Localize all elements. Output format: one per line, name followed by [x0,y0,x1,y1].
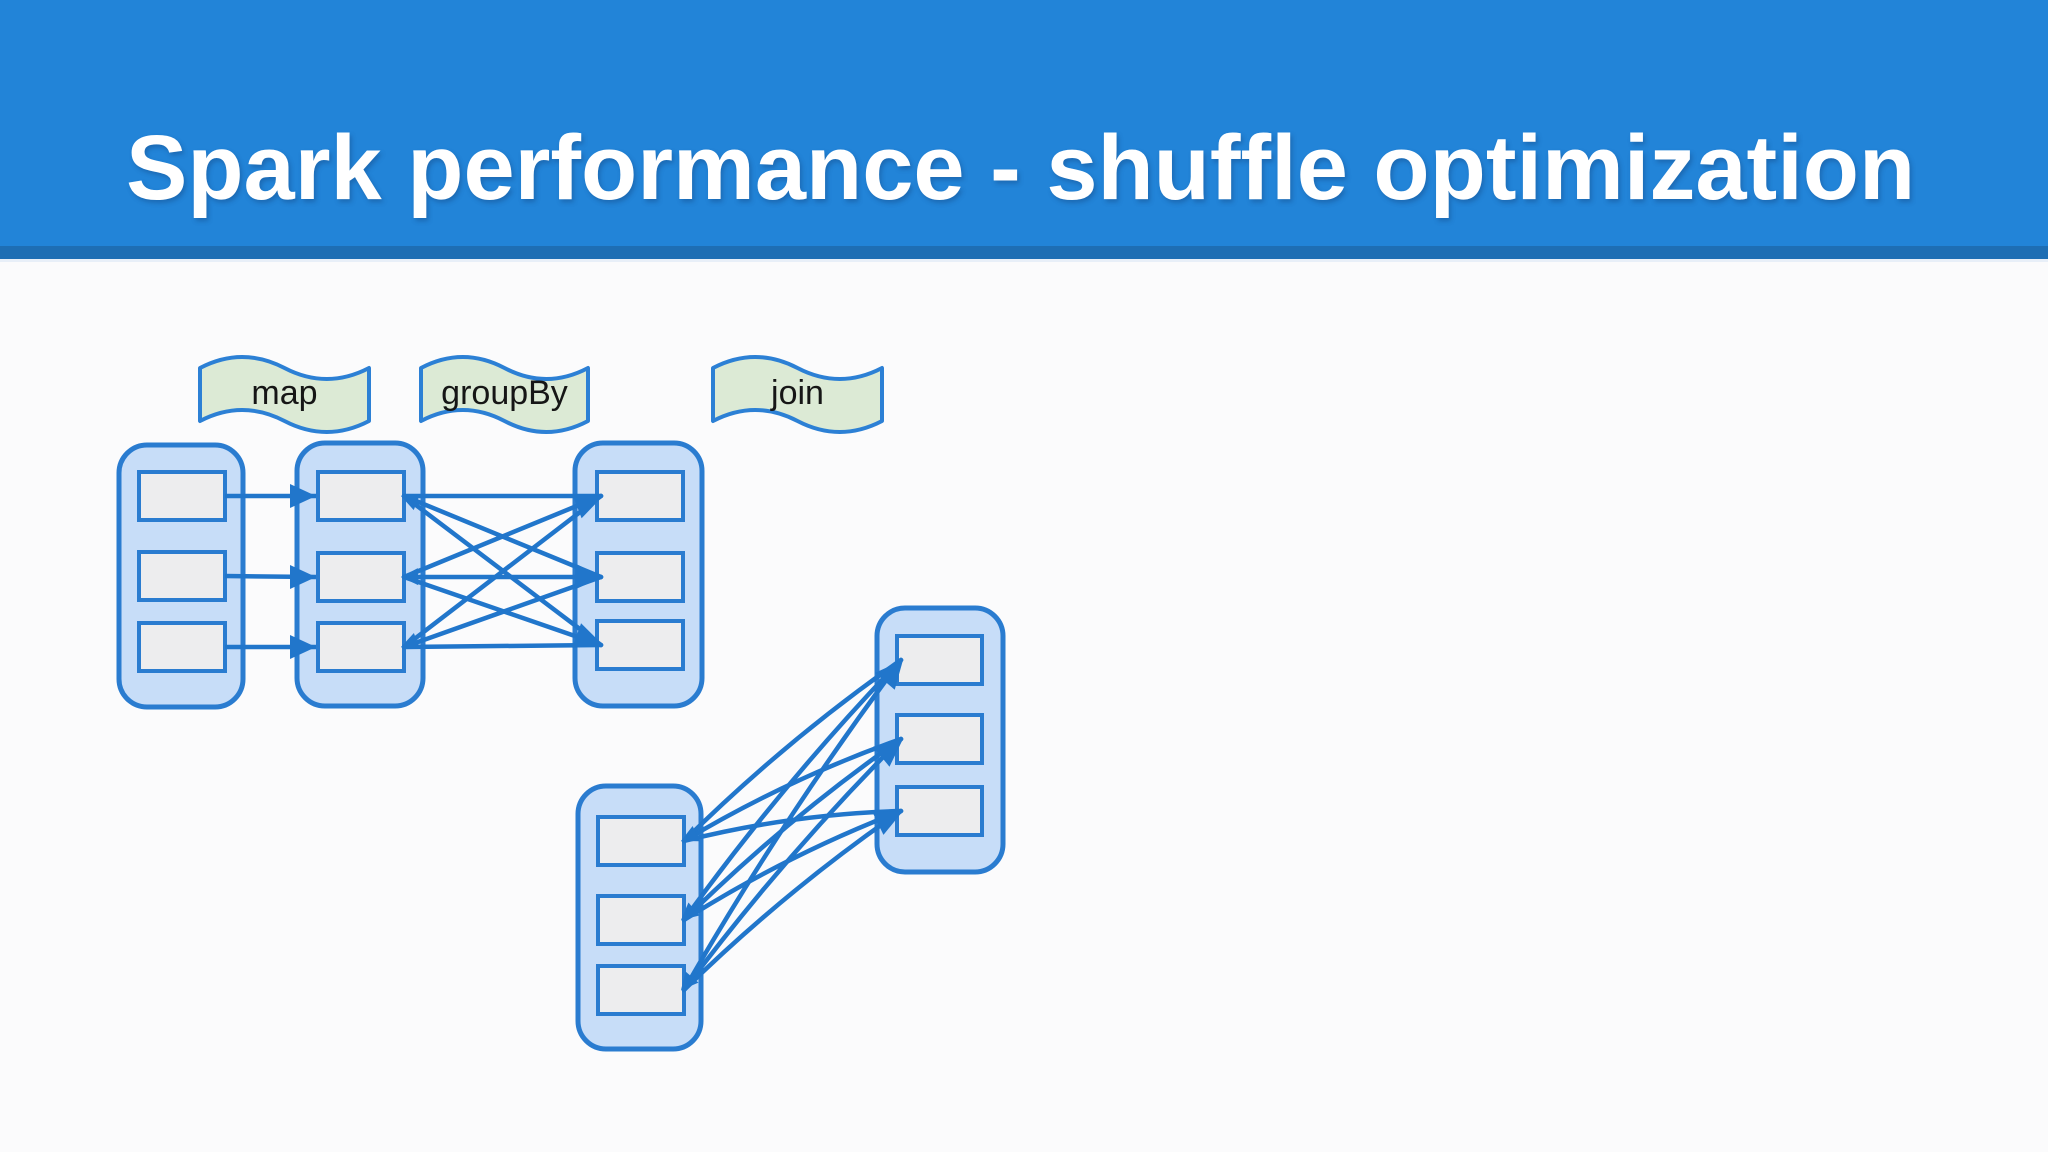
partition-box-rdd1-3 [137,621,227,673]
shuffle-backarrow-rdd2-2 [401,568,419,586]
header-accent-strip [0,246,2048,259]
shuffle-arrowhead-rdd3-1 [572,494,603,519]
map-arrowhead-1 [290,484,316,508]
slide-title: Spark performance - shuffle optimization [126,117,1916,219]
partition-box-rdd5-2 [895,713,984,765]
partition-box-rdd4-2 [596,894,686,946]
map-arrowhead-3 [290,635,316,659]
shuffle-line-rdd2-3-2 [401,574,604,650]
partition-box-rdd4-3 [596,964,686,1016]
shuffle-arrowhead-rdd5-2 [873,739,903,767]
shuffle-arrowhead-rdd5-3 [872,811,903,835]
shuffle-backarrow-rdd4-1 [681,825,701,842]
shuffle-line-rdd4-2-2 [681,736,904,923]
tape-label-map: map [251,374,317,412]
shuffle-line-rdd4-3-1 [681,657,904,993]
tape-label-join: join [770,374,824,412]
partition-box-rdd5-3 [895,785,984,837]
tape-map [198,355,371,434]
shuffle-arrowhead-rdd3-3 [572,623,603,648]
shuffle-line-rdd4-3-2 [681,736,904,993]
partition-box-rdd1-1 [137,470,227,522]
shuffle-line-rdd2-3-3 [401,642,604,650]
shuffle-line-rdd2-2-1 [401,493,604,580]
partition-box-rdd3-1 [595,470,685,522]
map-arrowhead-2 [290,565,316,589]
slide-header [0,0,2048,246]
header-edge-line [0,259,2048,262]
shuffle-line-rdd4-2-1 [681,657,904,923]
partition-box-rdd4-1 [596,815,686,867]
shuffle-line-rdd4-3-3 [681,808,904,993]
partition-box-rdd2-2 [316,551,406,603]
shuffle-line-rdd4-2-3 [681,808,904,923]
shuffle-arrowhead-rdd5-1 [874,660,903,690]
shuffle-arrowhead-rdd3-2 [574,563,603,590]
partition-box-rdd3-2 [595,551,685,603]
tape-groupby [419,355,590,434]
shuffle-backarrow-rdd2-1 [401,494,420,511]
shuffle-backarrow-rdd4-2 [681,902,700,920]
tape-label-groupby: groupBy [441,374,568,412]
shuffle-line-rdd4-1-1 [681,657,904,844]
shuffle-backarrow-rdd2-3 [401,633,420,649]
partition-box-rdd2-1 [316,470,406,522]
shuffle-line-rdd2-3-1 [401,493,604,650]
tape-join [711,355,884,434]
partition-box-rdd3-3 [595,619,685,671]
partition-box-rdd2-3 [316,621,406,673]
partition-box-rdd1-2 [137,550,227,602]
partition-box-rdd5-1 [895,634,984,686]
shuffle-backarrow-rdd4-3 [681,971,699,990]
